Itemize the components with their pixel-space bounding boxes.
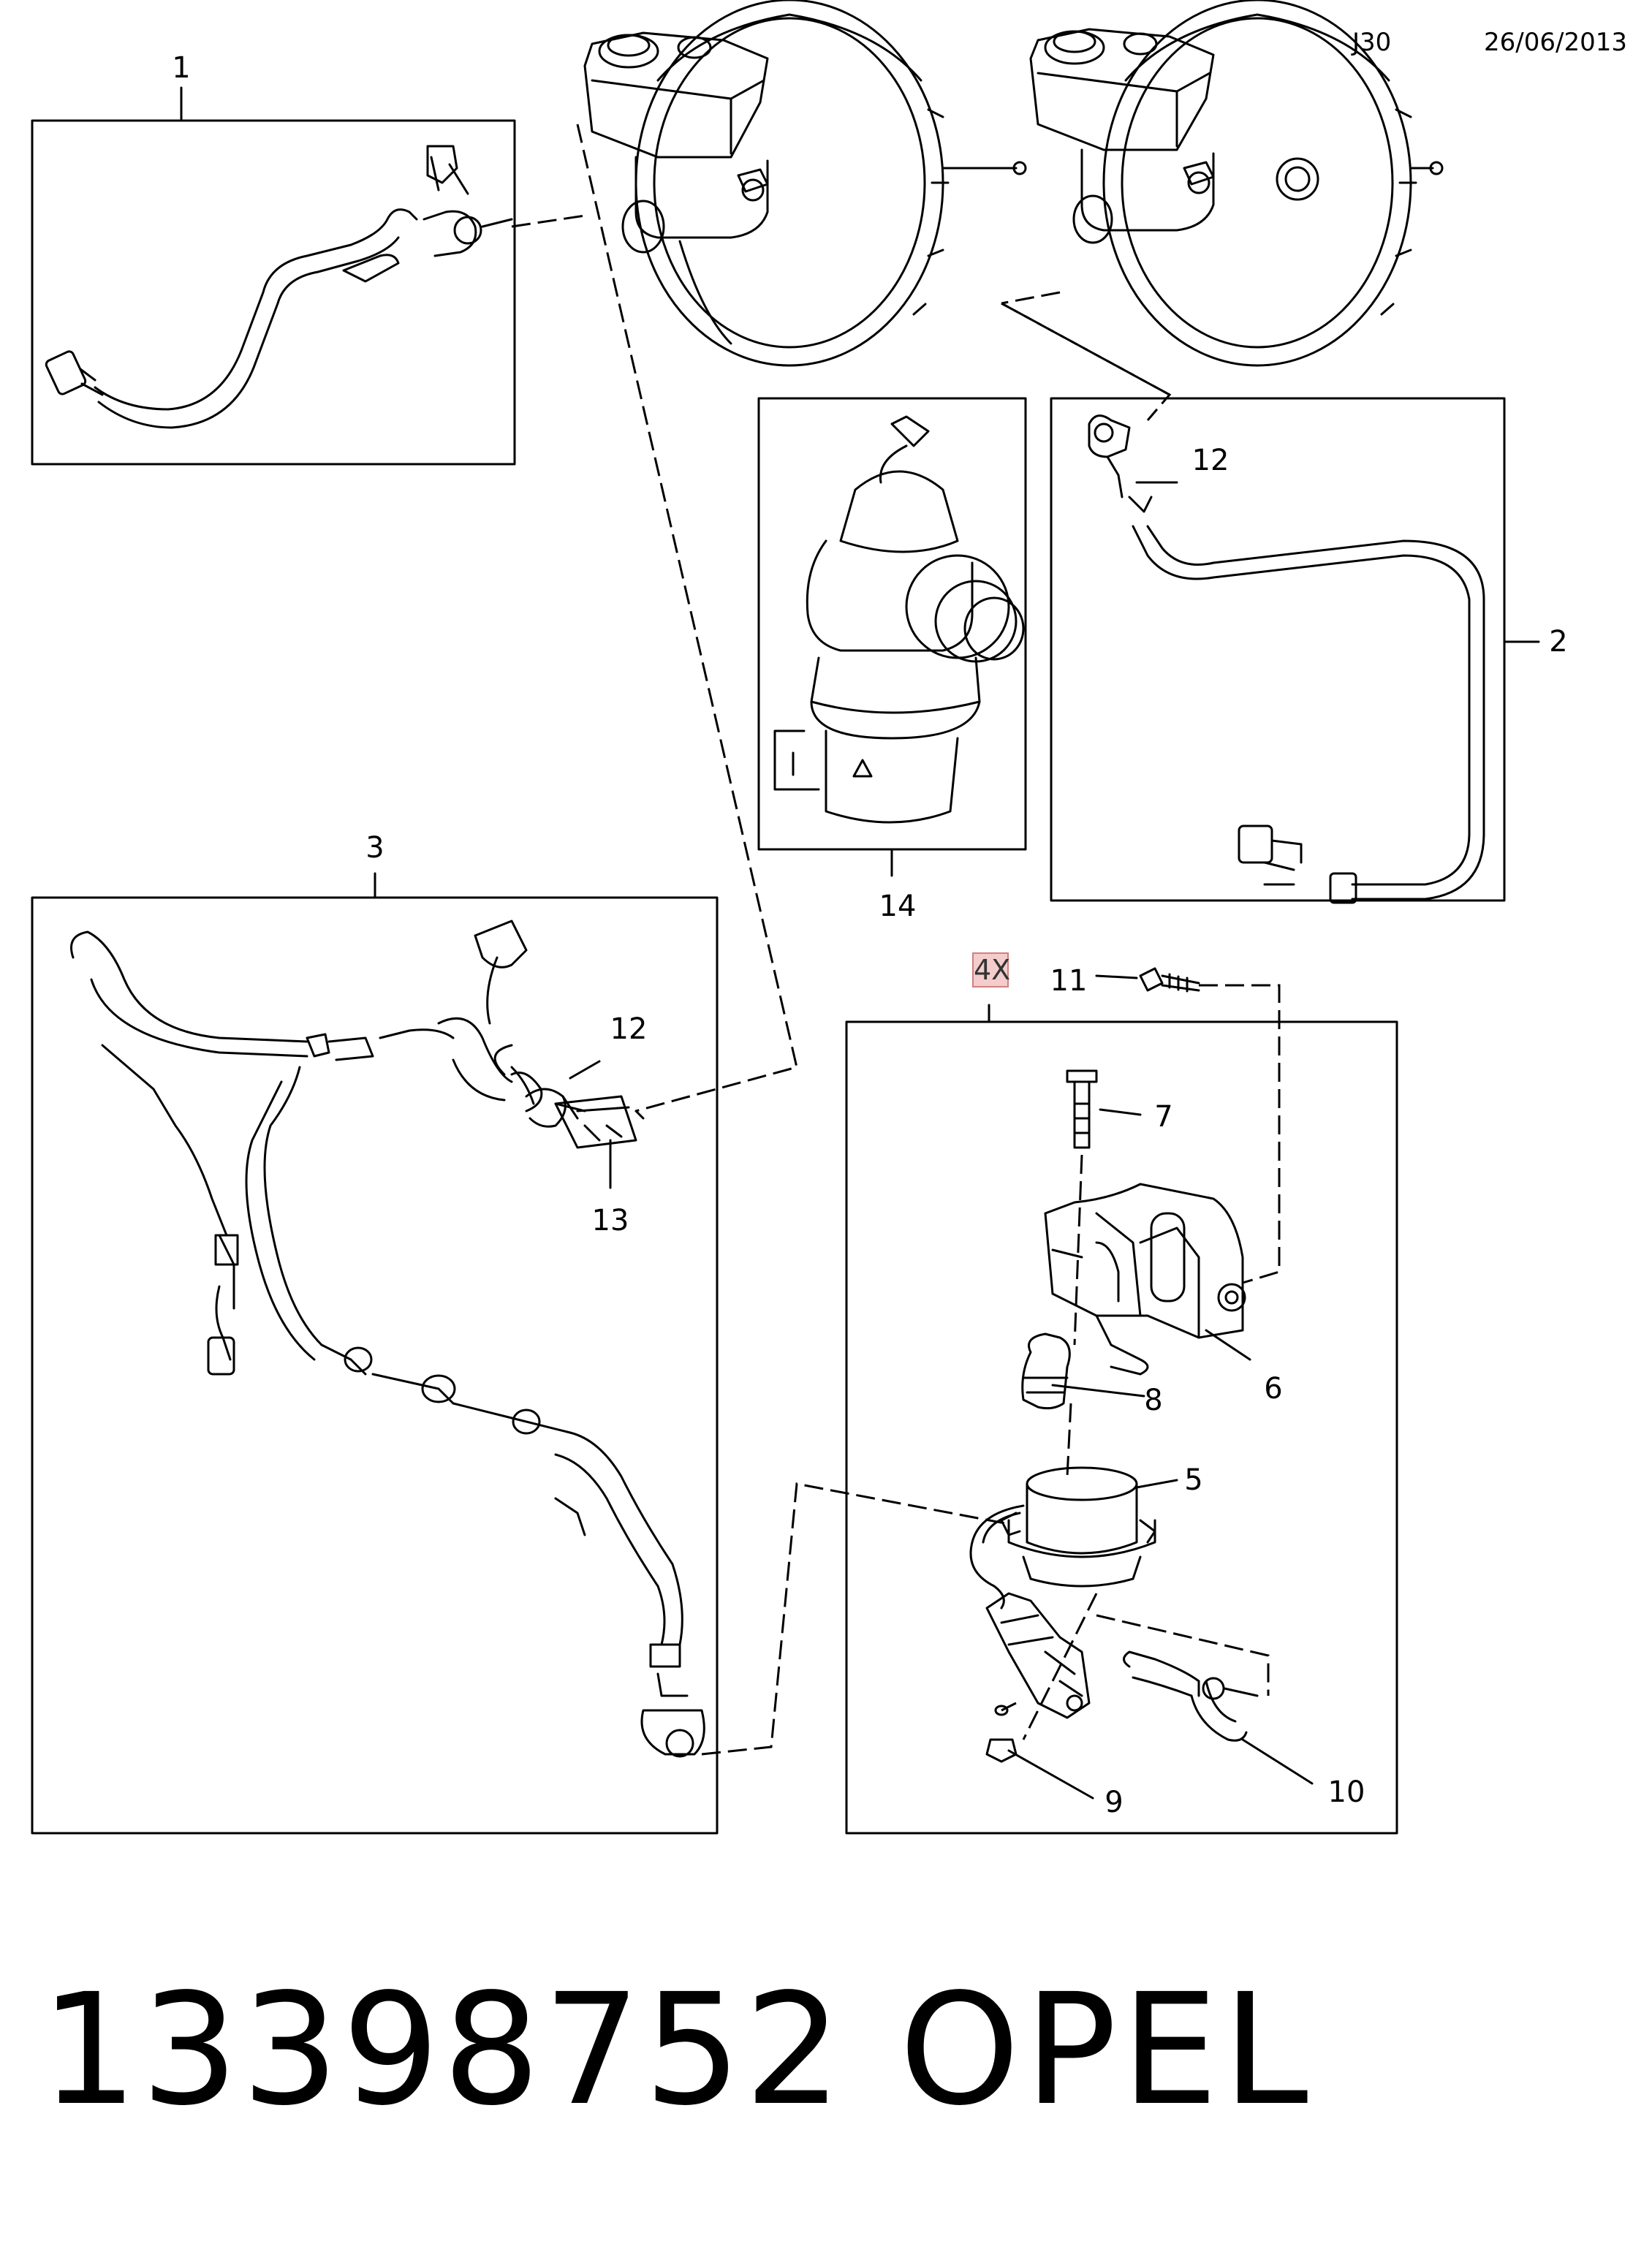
callout-11: 11 xyxy=(1050,964,1088,998)
part-number: 13398752 xyxy=(40,1960,845,2139)
callout-9: 9 xyxy=(1105,1786,1124,1819)
box-1 xyxy=(31,119,516,466)
callout-10: 10 xyxy=(1327,1775,1365,1809)
bolt-11 xyxy=(1139,967,1200,993)
callout-2: 2 xyxy=(1549,625,1568,659)
brake-booster-right xyxy=(1029,0,1444,367)
callout-3: 3 xyxy=(365,831,384,865)
check-valve xyxy=(773,415,1025,824)
callout-14: 14 xyxy=(879,890,917,923)
callout-6: 6 xyxy=(1264,1372,1283,1406)
callout-12-box3: 12 xyxy=(610,1012,648,1046)
callout-8: 8 xyxy=(1144,1384,1163,1417)
pump-bracket-6 xyxy=(1044,1183,1246,1376)
nut-9 xyxy=(985,1705,1018,1763)
diagram-date: 26/06/2013 xyxy=(1484,28,1627,57)
pressure-sensor-13 xyxy=(493,1044,645,1149)
callout-5: 5 xyxy=(1184,1463,1203,1497)
brand-name: OPEL xyxy=(899,1960,1313,2139)
brake-booster-left xyxy=(583,0,1027,367)
bolt-7 xyxy=(1066,1069,1098,1149)
quantity-badge: 4X xyxy=(972,952,1011,987)
vacuum-hose-1 xyxy=(45,145,513,429)
box-2 xyxy=(1050,397,1506,902)
vacuum-pipe-2 xyxy=(1088,414,1485,904)
vacuum-hose-3 xyxy=(70,920,705,1758)
callout-1: 1 xyxy=(172,51,191,85)
box-14 xyxy=(757,397,1027,851)
callout-12-box2: 12 xyxy=(1191,444,1229,477)
callout-13: 13 xyxy=(591,1204,629,1237)
grommet-8 xyxy=(1021,1332,1071,1410)
hose-10 xyxy=(1123,1650,1259,1742)
vacuum-pump-5 xyxy=(969,1466,1156,1719)
box-4x xyxy=(845,1020,1398,1835)
callout-7: 7 xyxy=(1154,1100,1173,1134)
